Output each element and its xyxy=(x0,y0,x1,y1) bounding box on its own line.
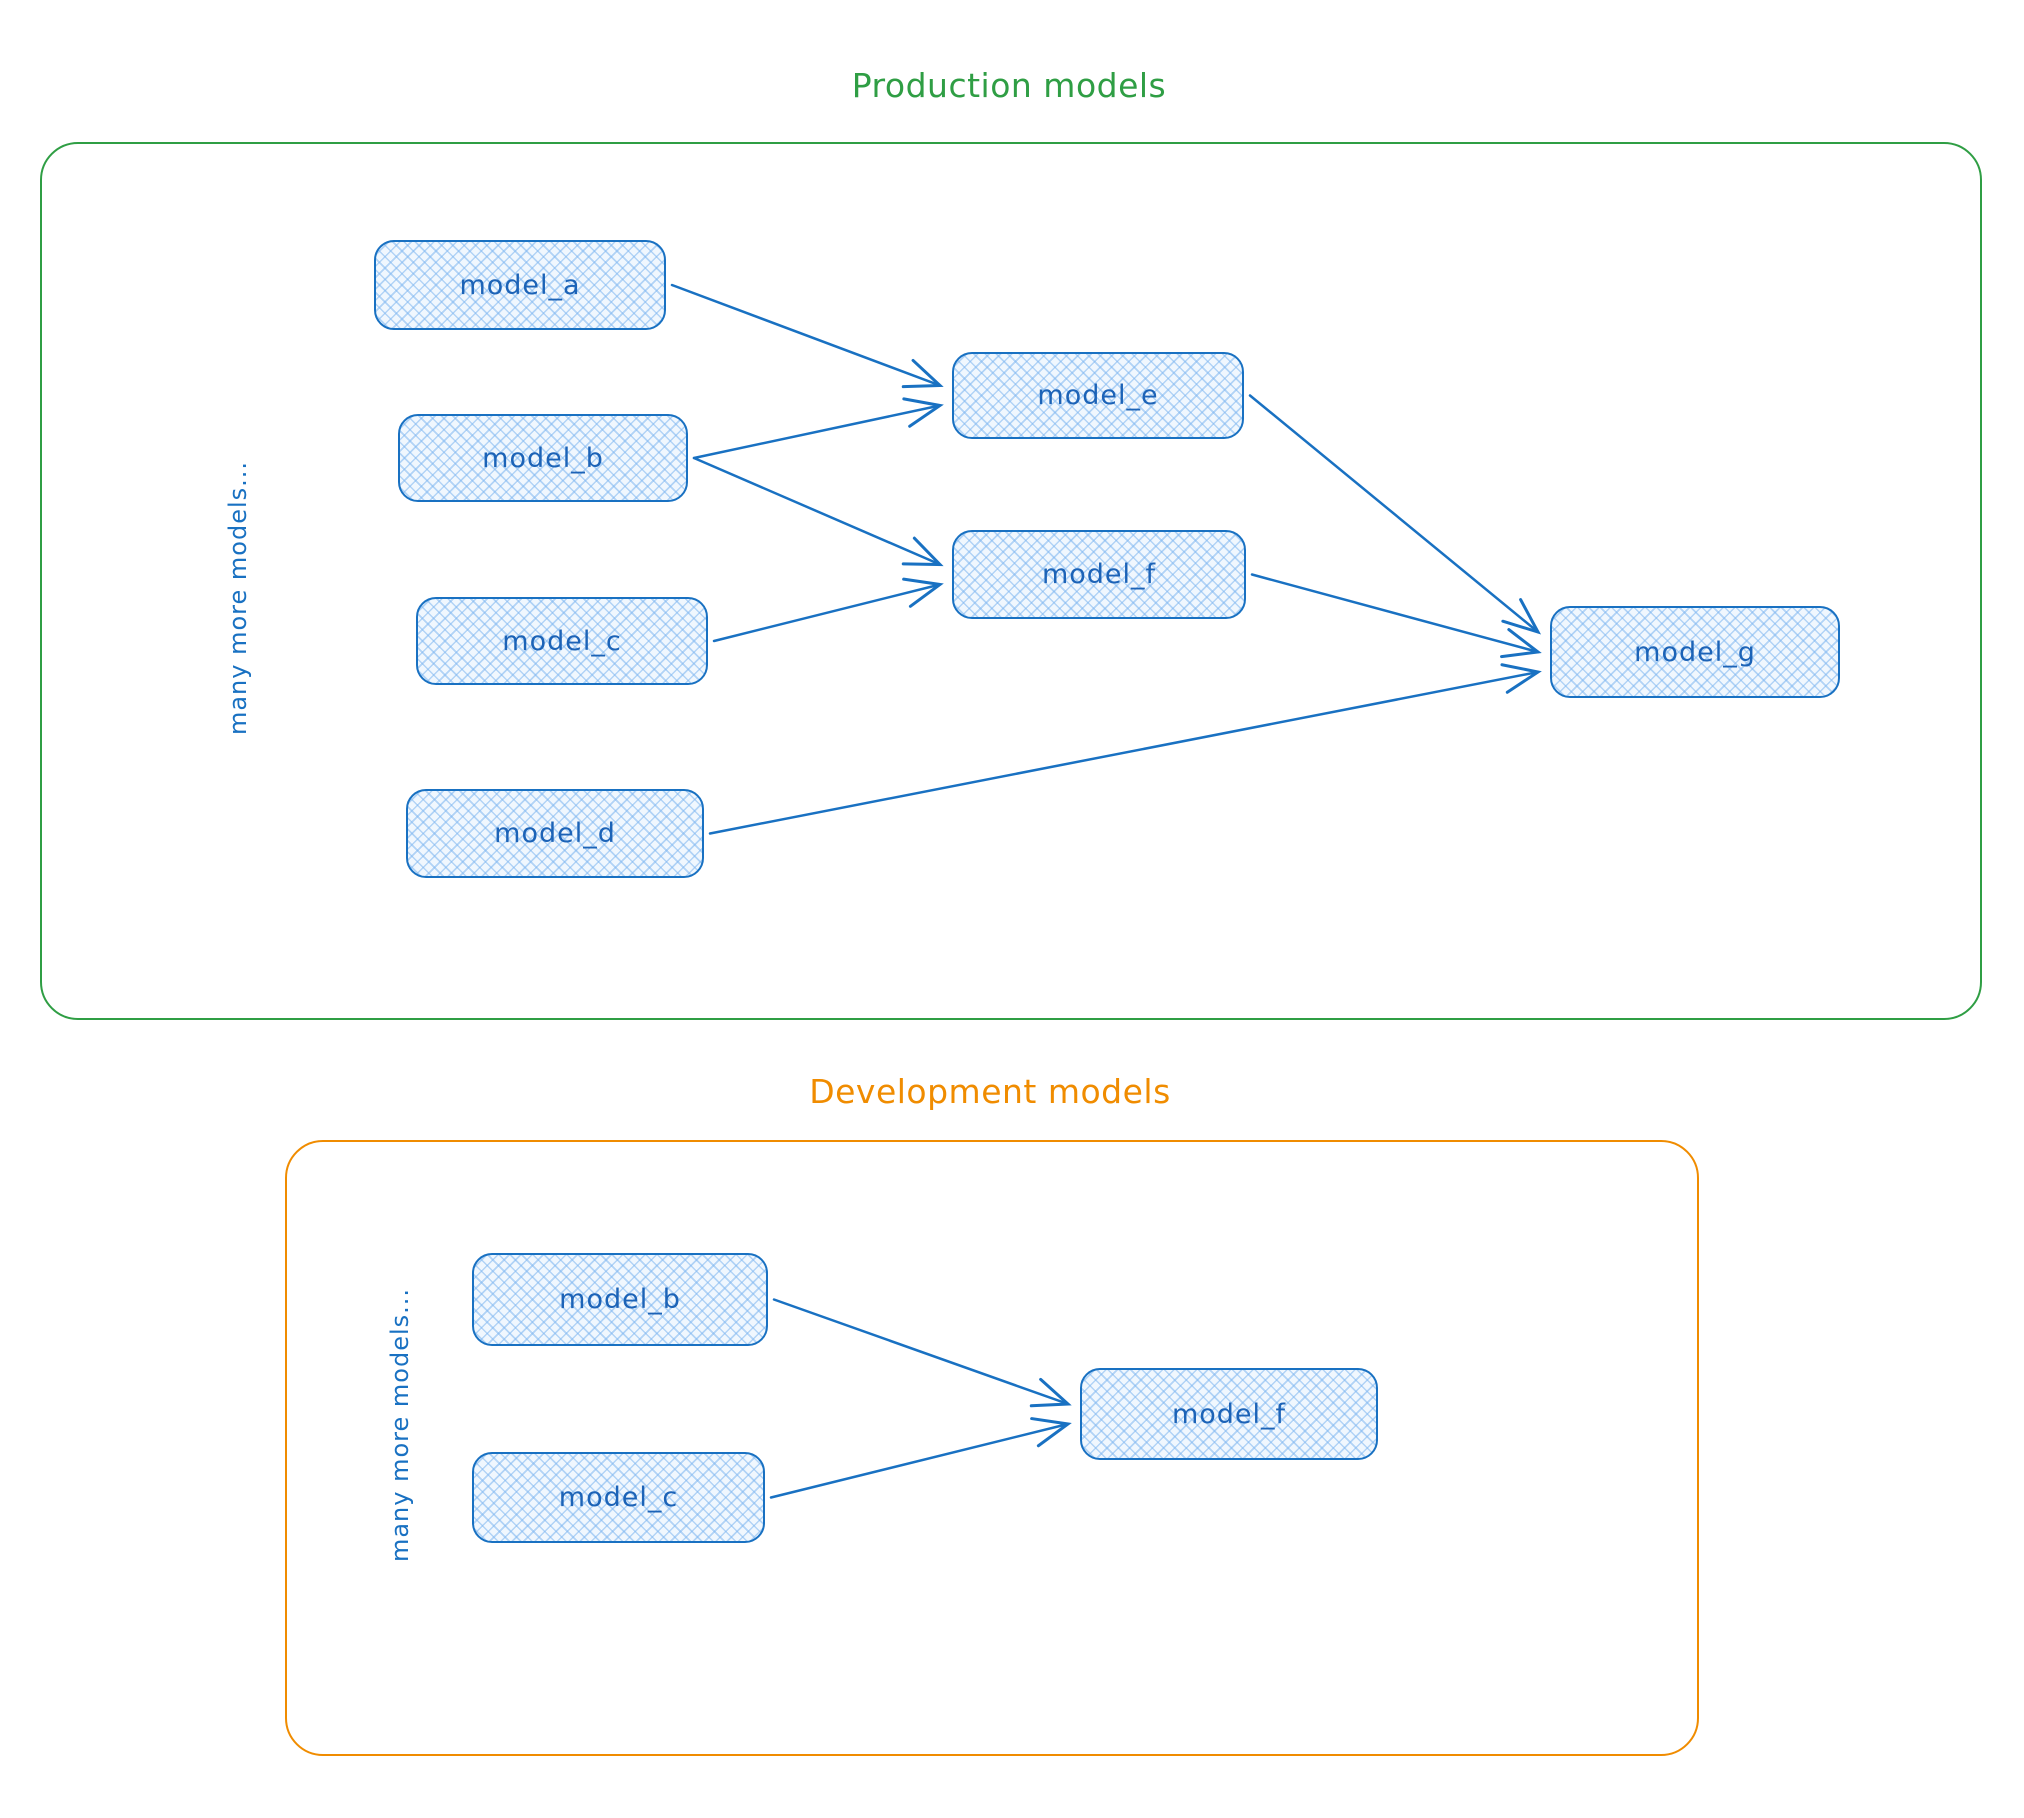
node-label: model_c xyxy=(558,1482,679,1513)
node-production-model-f: model_f xyxy=(952,530,1246,619)
node-label: model_e xyxy=(1037,380,1159,411)
node-production-model-a: model_a xyxy=(374,240,666,330)
node-production-model-b: model_b xyxy=(398,414,688,502)
node-label: model_d xyxy=(494,818,616,849)
development-section-frame xyxy=(285,1140,1699,1756)
node-development-model-b: model_b xyxy=(472,1253,768,1346)
node-production-model-c: model_c xyxy=(416,597,708,685)
node-label: model_f xyxy=(1041,559,1157,590)
production-section-frame xyxy=(40,142,1982,1020)
production-side-label: many more models... xyxy=(224,460,252,736)
production-section-title: Production models xyxy=(851,66,1167,105)
development-side-label: many more models... xyxy=(386,1287,414,1563)
node-label: model_c xyxy=(502,625,622,657)
node-label: model_b xyxy=(482,442,604,474)
node-label: model_b xyxy=(559,1284,681,1315)
node-development-model-c: model_c xyxy=(472,1452,765,1543)
node-label: model_a xyxy=(459,269,581,301)
development-section-title: Development models xyxy=(809,1072,1171,1111)
node-development-model-f: model_f xyxy=(1080,1368,1378,1460)
node-production-model-d: model_d xyxy=(406,789,704,878)
node-label: model_f xyxy=(1171,1398,1287,1430)
node-production-model-e: model_e xyxy=(952,352,1244,439)
node-production-model-g: model_g xyxy=(1550,606,1840,698)
node-label: model_g xyxy=(1634,636,1756,668)
